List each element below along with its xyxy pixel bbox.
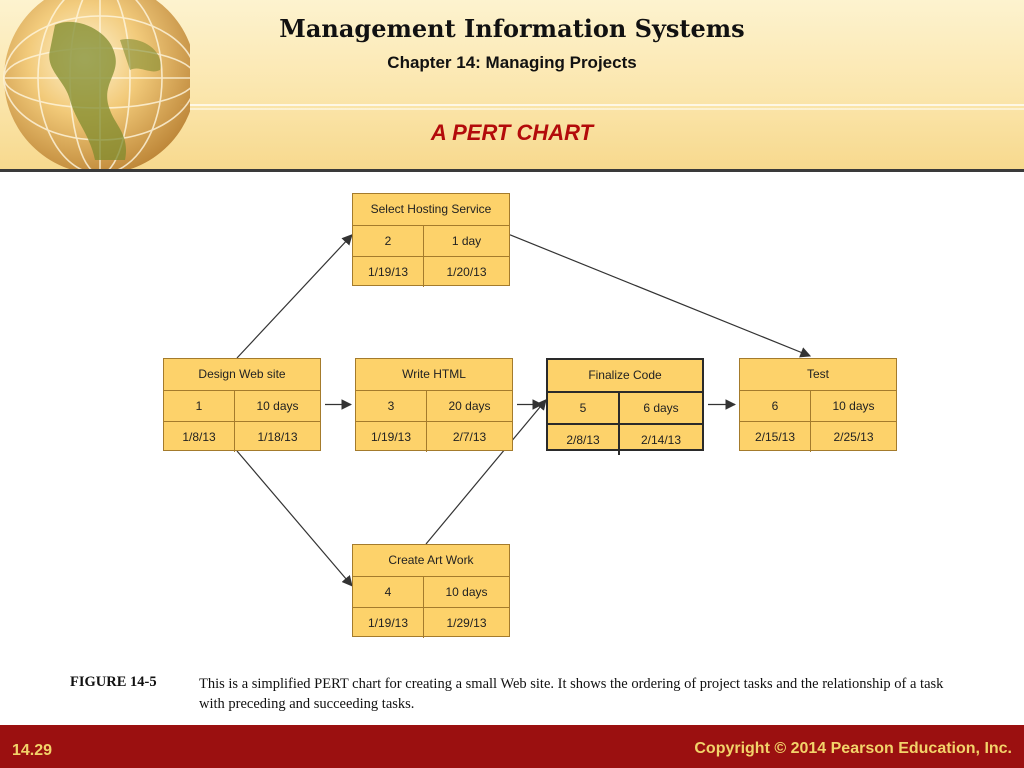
figure-description: This is a simplified PERT chart for crea… xyxy=(199,676,944,712)
node-end-date: 1/29/13 xyxy=(446,616,487,630)
slide-footer xyxy=(0,725,1024,768)
node-number: 4 xyxy=(353,577,424,607)
node-start-date: 1/19/13 xyxy=(353,257,424,287)
pert-connectors xyxy=(236,234,812,587)
node-start-date: 1/19/13 xyxy=(353,608,424,638)
arrow-design-to-hosting xyxy=(236,234,353,359)
node-name: Write HTML xyxy=(356,359,512,391)
arrow-art-to-finalize xyxy=(425,399,547,545)
presentation-title: Management Information Systems xyxy=(279,14,745,43)
node-duration: 10 days xyxy=(445,585,488,599)
chapter-subtitle: Chapter 14: Managing Projects xyxy=(387,53,637,72)
node-end-date: 1/20/13 xyxy=(446,265,487,279)
copyright-notice: Copyright © 2014 Pearson Education, Inc. xyxy=(694,740,1012,757)
node-start-date: 1/8/13 xyxy=(164,422,235,452)
node-duration: 10 days xyxy=(256,399,299,413)
node-duration: 20 days xyxy=(448,399,491,413)
node-name: Finalize Code xyxy=(548,360,702,393)
pert-node-hosting: Select Hosting Service 2 1 day 1/19/13 1/2… xyxy=(352,193,510,287)
pert-chart: Design Web site 1 10 days 1/8/13 1/18/13 S… xyxy=(100,182,940,642)
header-decoration xyxy=(180,104,1024,112)
node-duration: 10 days xyxy=(832,399,875,413)
node-number: 5 xyxy=(548,393,620,423)
arrow-hosting-to-test xyxy=(509,234,812,358)
node-name: Create Art Work xyxy=(353,545,509,577)
node-number: 2 xyxy=(353,226,424,256)
node-name: Design Web site xyxy=(164,359,320,391)
node-number: 6 xyxy=(740,391,811,421)
node-end-date: 1/18/13 xyxy=(257,430,298,444)
pert-node-design: Design Web site 1 10 days 1/8/13 1/18/13 xyxy=(163,358,321,452)
node-duration: 6 days xyxy=(643,401,679,415)
pert-node-write-html: Write HTML 3 20 days 1/19/13 2/7/13 xyxy=(355,358,513,452)
node-number: 1 xyxy=(164,391,235,421)
node-number: 3 xyxy=(356,391,427,421)
pert-node-art-work: Create Art Work 4 10 days 1/19/13 1/29/13 xyxy=(352,544,510,638)
node-start-date: 2/15/13 xyxy=(740,422,811,452)
node-name: Select Hosting Service xyxy=(353,194,509,226)
node-end-date: 2/7/13 xyxy=(452,430,487,444)
node-end-date: 2/25/13 xyxy=(833,430,874,444)
node-duration: 1 day xyxy=(451,234,482,248)
arrow-design-to-art xyxy=(236,450,353,587)
node-start-date: 2/8/13 xyxy=(548,425,620,455)
pert-node-finalize-code: Finalize Code 5 6 days 2/8/13 2/14/13 xyxy=(546,358,704,455)
slide-title: A PERT CHART xyxy=(430,120,594,145)
slide-number: 14.29 xyxy=(12,742,53,759)
figure-label: FIGURE 14-5 xyxy=(70,674,157,690)
node-name: Test xyxy=(740,359,896,391)
globe-icon xyxy=(3,0,190,169)
node-end-date: 2/14/13 xyxy=(640,433,682,447)
header-divider xyxy=(0,169,1024,172)
node-start-date: 1/19/13 xyxy=(356,422,427,452)
pert-node-test: Test 6 10 days 2/15/13 2/25/13 xyxy=(739,358,897,452)
